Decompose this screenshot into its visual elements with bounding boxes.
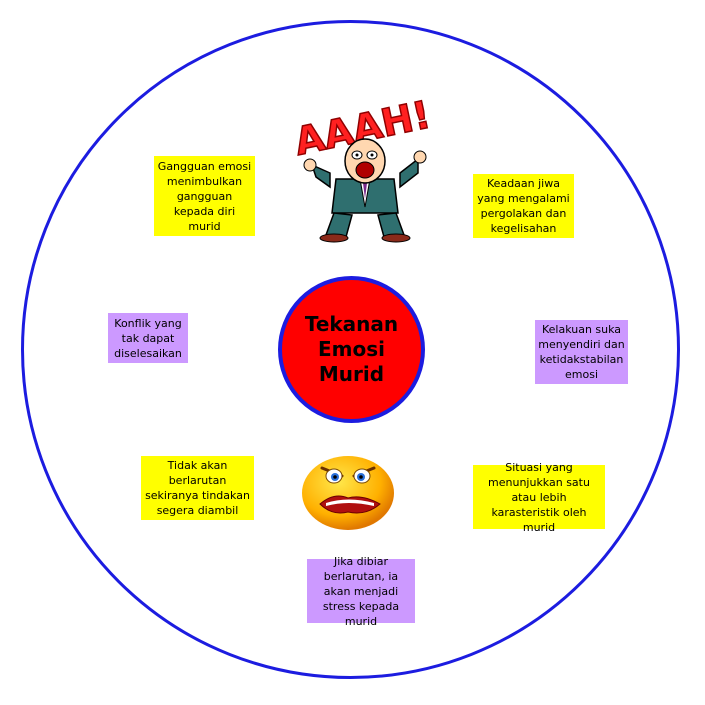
center-title: Tekanan Emosi Murid bbox=[304, 312, 399, 386]
box-mid-right: Kelakuan suka menyendiri dan ketidakstab… bbox=[535, 320, 628, 384]
outer-circle bbox=[21, 20, 680, 679]
screaming-man-icon: AAAH! bbox=[290, 95, 435, 243]
box-top-right: Keadaan jiwa yang mengalami pergolakan d… bbox=[473, 174, 574, 238]
box-bottom-right: Situasi yang menunjukkan satu atau lebih… bbox=[473, 461, 605, 534]
box-bottom: Jika dibiar berlarutan, ia akan menjadi … bbox=[307, 555, 415, 628]
box-mid-left: Konflik yang tak dapat diselesaikan bbox=[108, 313, 188, 363]
center-circle: Tekanan Emosi Murid bbox=[278, 276, 425, 423]
angry-face-icon bbox=[302, 456, 394, 530]
box-top-left: Gangguan emosi menimbulkan gangguan kepa… bbox=[154, 156, 255, 236]
box-bottom-left: Tidak akan berlarutan sekiranya tindakan… bbox=[141, 456, 254, 520]
